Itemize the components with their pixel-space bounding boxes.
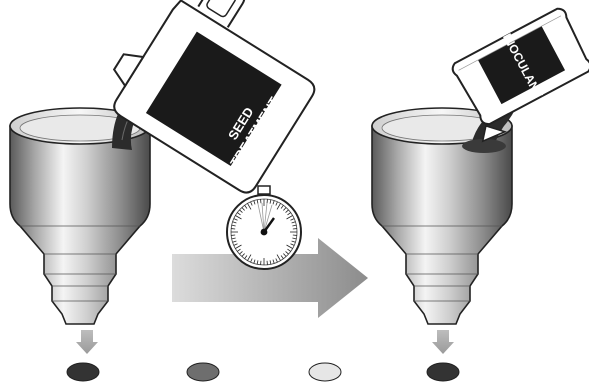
left-down-arrow-icon	[76, 330, 98, 354]
seed-drying-icon	[187, 363, 219, 381]
seed-dry-icon	[309, 363, 341, 381]
seed-treated-icon	[67, 363, 99, 381]
right-down-arrow-icon	[432, 330, 454, 354]
stopwatch-icon	[227, 186, 301, 269]
seed-inoculated-icon	[427, 363, 459, 381]
